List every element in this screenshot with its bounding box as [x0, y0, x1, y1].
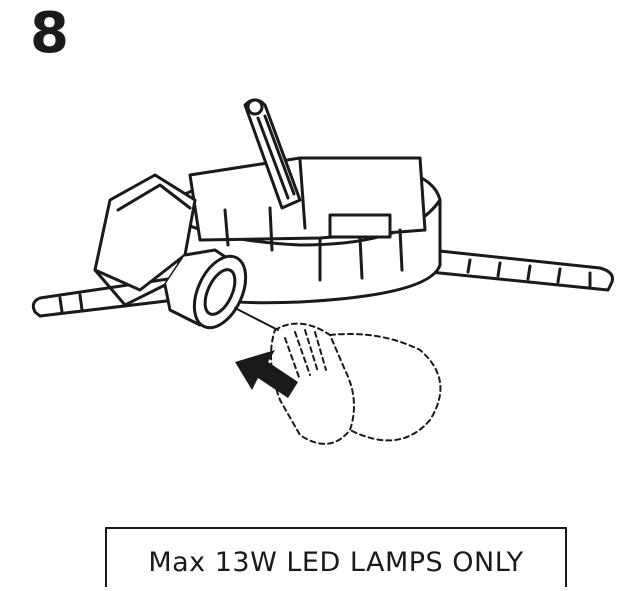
- insert-arrow-icon: [235, 350, 298, 398]
- top-tab: [243, 98, 302, 210]
- notice-box: Max 13W LED LAMPS ONLY: [105, 527, 567, 587]
- lamp-socket: [93, 173, 248, 330]
- notice-text: Max 13W LED LAMPS ONLY: [148, 546, 524, 578]
- right-bracket-arm: [428, 248, 614, 292]
- left-bracket-arm: [31, 276, 177, 318]
- step-number: 8: [30, 1, 69, 66]
- fixture-illustration: [31, 98, 614, 445]
